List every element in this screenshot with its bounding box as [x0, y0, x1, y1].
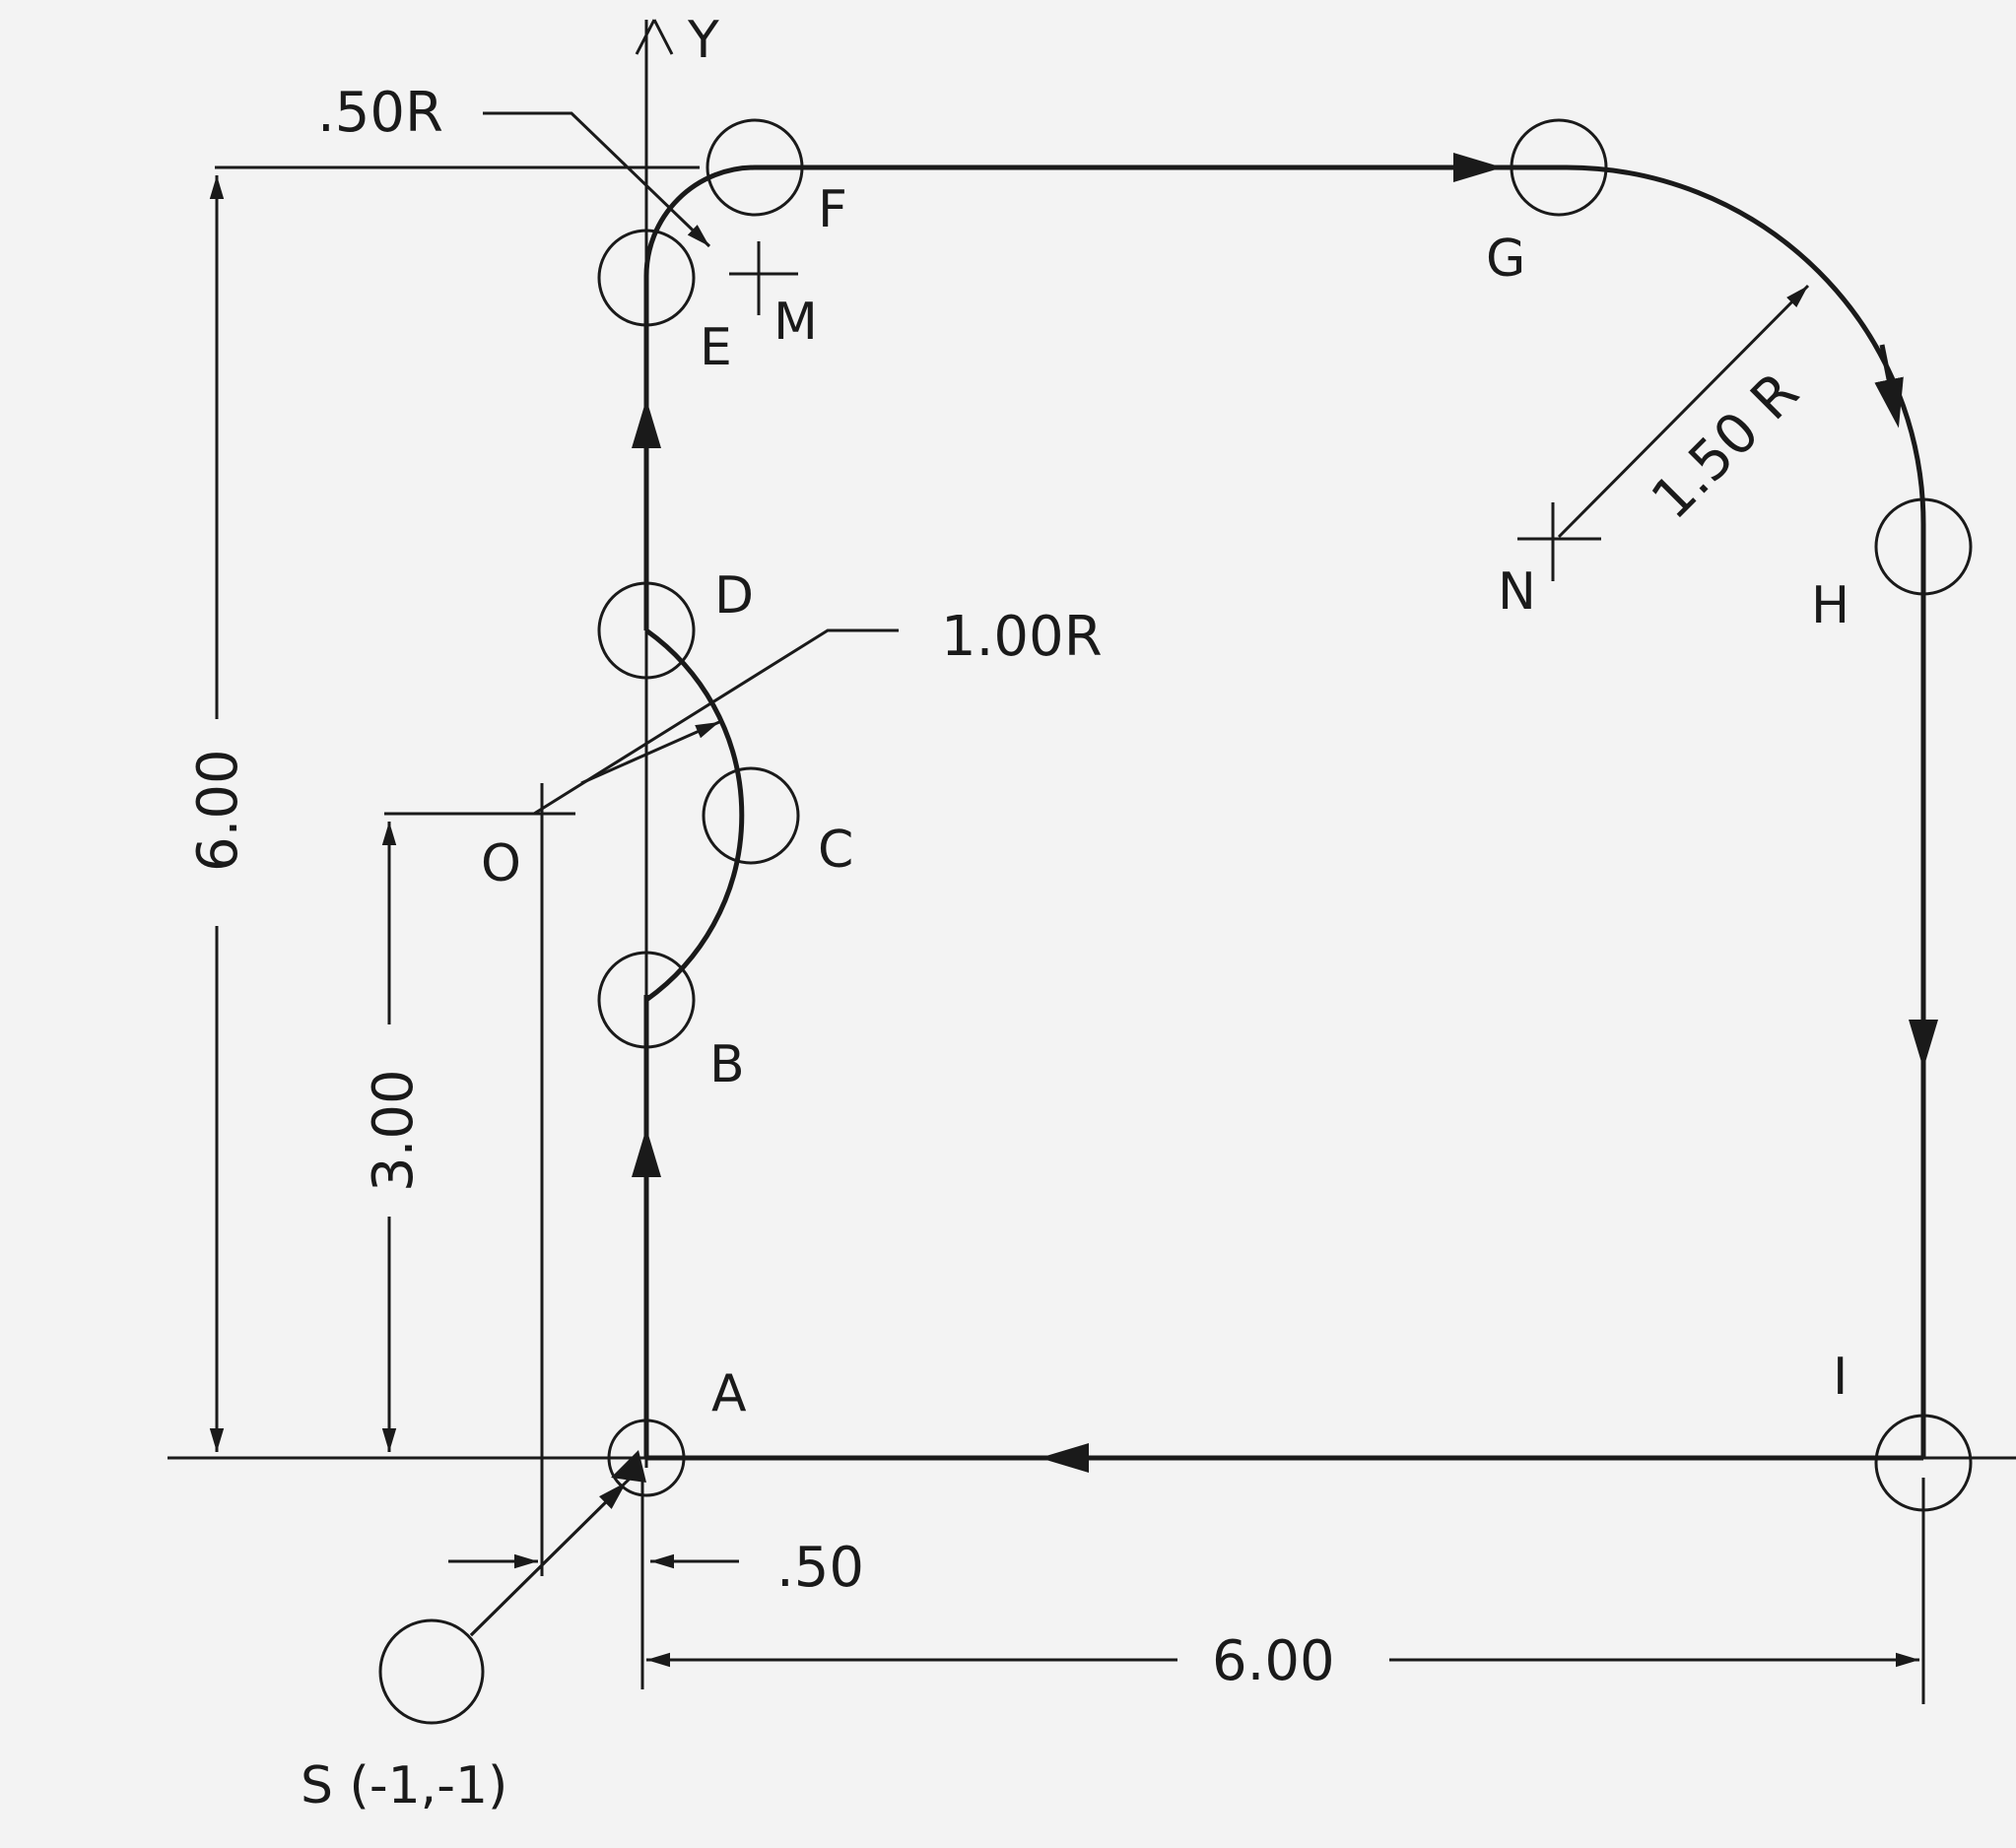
tool-positions	[378, 118, 1973, 1725]
point-label-g: G	[1486, 230, 1525, 289]
leader-radius-bd	[533, 628, 899, 816]
leader-radius-ef	[483, 111, 711, 248]
point-label-f: F	[818, 180, 847, 239]
point-label-s: S (-1,-1)	[301, 1756, 507, 1815]
point-label-c: C	[818, 821, 853, 880]
arc-g-h	[1566, 165, 1926, 525]
tool-circle-d	[597, 581, 696, 680]
leader-radius-gh	[1557, 284, 1810, 539]
center-label-n: N	[1498, 562, 1536, 622]
dim-label-offset-x: .50	[776, 1536, 864, 1600]
tool-circle-h	[1874, 497, 1973, 596]
center-label-o: O	[481, 834, 521, 893]
dim-label-height-center: 3.00	[362, 1069, 426, 1192]
dim-label-height-total: 6.00	[186, 749, 250, 872]
toolpath	[469, 153, 1938, 1637]
center-label-m: M	[773, 293, 818, 352]
arrow-g-h	[1874, 344, 1904, 429]
tool-circle-e	[597, 229, 696, 327]
dim-label-radius-bd: 1.00R	[941, 605, 1103, 669]
start-point-marker	[611, 1450, 646, 1483]
arc-b-d	[644, 627, 745, 1003]
tool-circle-s	[378, 1618, 485, 1725]
point-label-e: E	[700, 318, 732, 377]
point-label-i: I	[1833, 1348, 1848, 1407]
tool-circle-i	[1874, 1414, 1973, 1512]
arrow-s-a	[469, 1482, 627, 1637]
tool-circle-f	[706, 118, 804, 217]
point-label-b: B	[709, 1035, 745, 1094]
point-label-d: D	[714, 566, 754, 626]
y-axis-arrow-right	[652, 19, 674, 55]
tool-circle-g	[1510, 118, 1608, 217]
dim-label-radius-ef: .50R	[317, 81, 443, 145]
tool-circle-a	[607, 1419, 686, 1497]
arc-centers	[729, 241, 1601, 581]
y-axis-arrow-left	[635, 19, 656, 55]
dim-label-width-total: 6.00	[1212, 1629, 1335, 1693]
leader-radius-bd-arrow	[580, 720, 720, 785]
point-label-h: H	[1811, 576, 1849, 635]
dimension-lines	[209, 111, 1919, 1668]
tool-circle-c	[702, 766, 800, 865]
arc-e-f	[643, 165, 756, 277]
axis-y-label: Y	[687, 11, 719, 70]
tool-circle-b	[597, 951, 696, 1049]
point-label-a: A	[711, 1364, 747, 1423]
